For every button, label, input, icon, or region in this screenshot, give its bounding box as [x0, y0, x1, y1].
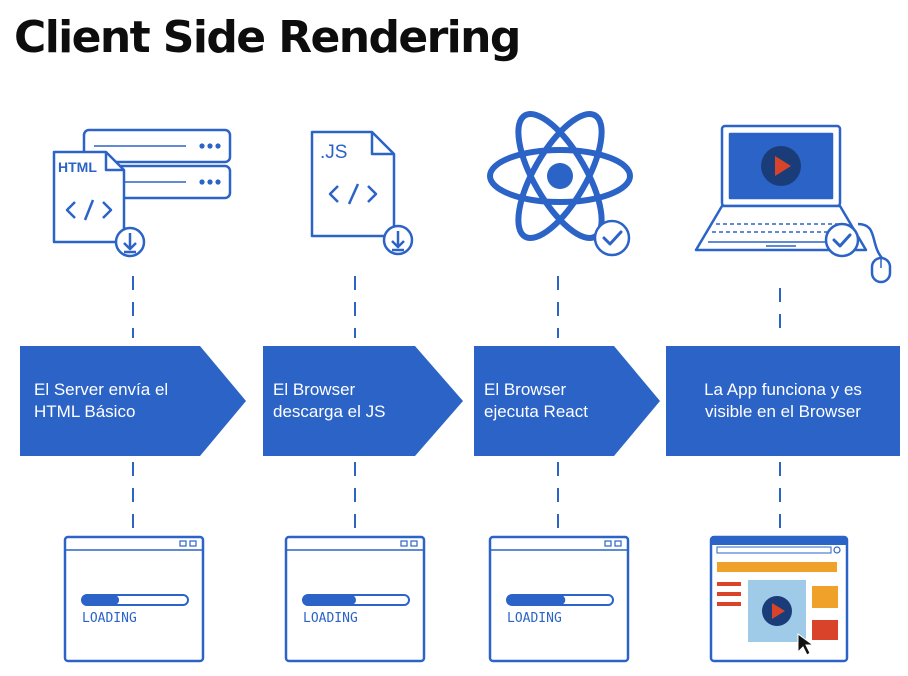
loading-label: LOADING [82, 611, 137, 626]
check-icon [593, 219, 631, 257]
step-1-text: El Server envía el HTML Básico [34, 380, 169, 421]
cursor-icon [797, 633, 815, 656]
server-rack-icon [82, 128, 232, 164]
connector-line [354, 462, 356, 528]
html-doc-label: HTML [58, 159, 97, 175]
search-icon [833, 546, 841, 554]
loading-window-1: LOADING [63, 535, 205, 663]
step-3-text: El Browser ejecuta React [484, 380, 588, 421]
react-atom-icon [487, 110, 633, 257]
loading-window-3: LOADING [488, 535, 630, 663]
check-icon [824, 222, 860, 258]
step-2-arrow: El Browser descarga el JS [263, 346, 463, 456]
connector-line [779, 288, 781, 338]
progress-fill [507, 595, 566, 605]
step-4-text: La App funciona y es visible en el Brows… [704, 380, 862, 421]
progress-fill [82, 595, 120, 605]
connector-line [354, 276, 356, 338]
js-file-icon: .JS [310, 130, 414, 256]
loading-label: LOADING [303, 611, 358, 626]
connector-line [132, 276, 134, 338]
loading-window-2: LOADING [284, 535, 426, 663]
connector-line [557, 462, 559, 528]
app-window [709, 535, 849, 663]
page-title: Client Side Rendering [14, 12, 521, 63]
laptop-play-icon [694, 124, 892, 284]
step-1-arrow: El Server envía el HTML Básico [20, 346, 246, 456]
html-document-icon [52, 150, 126, 244]
js-doc-label: .JS [320, 142, 347, 163]
step-2-text: El Browser descarga el JS [273, 380, 386, 421]
loading-label: LOADING [507, 611, 562, 626]
step-4-box: La App funciona y es visible en el Brows… [666, 346, 900, 456]
connector-line [132, 462, 134, 528]
html-server-icon: HTML [52, 128, 232, 258]
connector-line [557, 276, 559, 338]
step-3-arrow: El Browser ejecuta React [474, 346, 660, 456]
connector-line [779, 462, 781, 528]
progress-fill [303, 595, 356, 605]
app-header-bar [717, 562, 837, 572]
